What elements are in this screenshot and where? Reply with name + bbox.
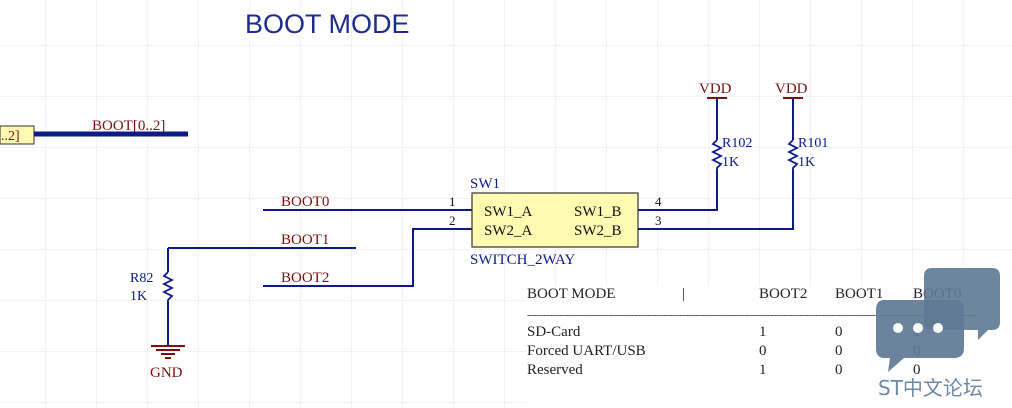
r101-designator: R101 [798,136,828,151]
header-boot-mode: BOOT MODE [527,286,616,302]
table-row: Reserved 1 0 0 [527,362,1012,381]
sw1-pin-name-sw2a: SW2_A [484,223,533,239]
r102-designator: R102 [722,136,752,151]
net-label-boot1: BOOT1 [281,232,329,248]
header-separator: | [682,286,686,302]
net-label-boot2: BOOT2 [281,270,329,286]
bus-port[interactable] [0,125,35,145]
header-boot1: BOOT1 [835,286,884,302]
sw1-pin-name-sw1a: SW1_A [484,204,533,220]
boot-mode-table: BOOT MODE | BOOT2 BOOT1 BOOT0 ----------… [527,286,1012,408]
wire-sw2b-r101[interactable] [638,170,794,230]
forum-logo-icon [876,268,1000,372]
row-boot1: 0 [835,324,843,340]
sw1-pin-number-4: 4 [655,194,662,209]
gnd-label: GND [150,365,183,381]
sw1-pin-number-2: 2 [449,213,456,228]
resistor-r102[interactable] [710,139,724,170]
row-mode: Forced UART/USB [527,343,646,359]
sw1-designator: SW1 [470,176,500,192]
gnd-symbol[interactable] [151,345,185,359]
net-label-boot0: BOOT0 [281,194,329,210]
r102-value: 1K [722,155,739,170]
resistor-r82[interactable] [161,271,175,302]
wire-boot2[interactable] [263,228,448,287]
vdd-label-1: VDD [699,81,732,97]
watermark-text: ST中文论坛 [878,376,983,400]
row-boot2: 1 [759,362,767,378]
sw1-pin-number-1: 1 [449,194,456,209]
bus-port-label: ..2] [1,129,20,144]
header-boot2: BOOT2 [759,286,808,302]
bus-net-label: BOOT[0..2] [92,118,165,134]
switch-sw1-body[interactable] [471,192,639,248]
table-divider: ----------------------------------------… [527,309,977,321]
sw1-value: SWITCH_2WAY [470,252,575,268]
r82-value: 1K [130,289,147,304]
sw1-pin-name-sw1b: SW1_B [574,204,622,220]
resistor-r101[interactable] [786,139,800,170]
r82-designator: R82 [130,271,153,286]
row-mode: SD-Card [527,324,581,340]
row-boot0: 0 [913,362,921,378]
wire-sw1b-r102[interactable] [638,170,718,211]
row-boot2: 1 [759,324,767,340]
row-boot2: 0 [759,343,767,359]
vdd-label-2: VDD [775,81,808,97]
row-boot1: 0 [835,343,843,359]
sw1-pin-name-sw2b: SW2_B [574,223,622,239]
r101-value: 1K [798,155,815,170]
sw1-pin-number-3: 3 [655,213,662,228]
page-title: BOOT MODE [245,9,410,39]
row-boot1: 0 [835,362,843,378]
row-mode: Reserved [527,362,583,378]
